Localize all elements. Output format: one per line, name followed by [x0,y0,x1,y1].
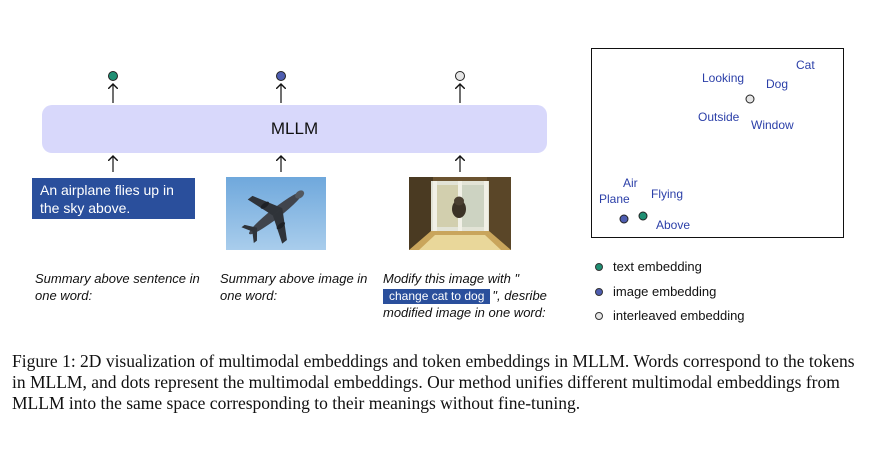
plot-image-dot [619,214,629,224]
cat-window-image [409,177,511,250]
interleaved-embedding-dot [455,71,465,81]
token-word-above: Above [656,218,691,232]
legend-interleaved-label: interleaved embedding [613,308,745,323]
token-word-plane: Plane [599,192,630,206]
legend-text-dot [595,263,603,271]
token-word-dog: Dog [766,77,789,91]
airplane-picture [226,177,326,250]
legend-image-embedding: image embedding [595,284,716,300]
legend-image-dot [595,288,603,296]
instruction-tag: change cat to dog [383,289,491,304]
plot-text-dot [638,211,648,221]
token-word-air: Air [623,176,638,190]
token-word-window: Window [751,118,794,132]
legend-image-label: image embedding [613,284,717,299]
token-word-flying: Flying [651,187,684,201]
token-word-outside: Outside [698,110,740,124]
text-prompt: Summary above sentence in one word: [35,271,200,303]
figure-caption: Figure 1: 2D visualization of multimodal… [12,351,855,413]
legend-text-embedding: text embedding [595,259,702,275]
legend-interleaved-embedding: interleaved embedding [595,308,745,324]
legend-text-label: text embedding [613,259,702,274]
interleaved-prompt-before: Modify this image with " [383,271,520,286]
legend-interleaved-dot [595,312,603,320]
embedding-plot [591,48,844,238]
image-embedding-dot [276,71,286,81]
cat-window-picture [409,177,511,250]
token-word-looking: Looking [702,71,745,85]
interleaved-prompt: Modify this image with " change cat to do… [383,270,568,321]
mllm-label: MLLM [270,119,319,138]
token-word-cat: Cat [796,58,815,72]
airplane-image [226,177,326,250]
interleaved-prompt-after: ", desribe modified image in one word: [383,288,547,320]
plot-interleaved-dot [745,94,755,104]
image-prompt: Summary above image in one word: [220,271,368,303]
mllm-box: MLLM [42,105,547,153]
input-text-box: An airplane flies up in the sky above. [32,178,195,219]
text-embedding-dot [108,71,118,81]
